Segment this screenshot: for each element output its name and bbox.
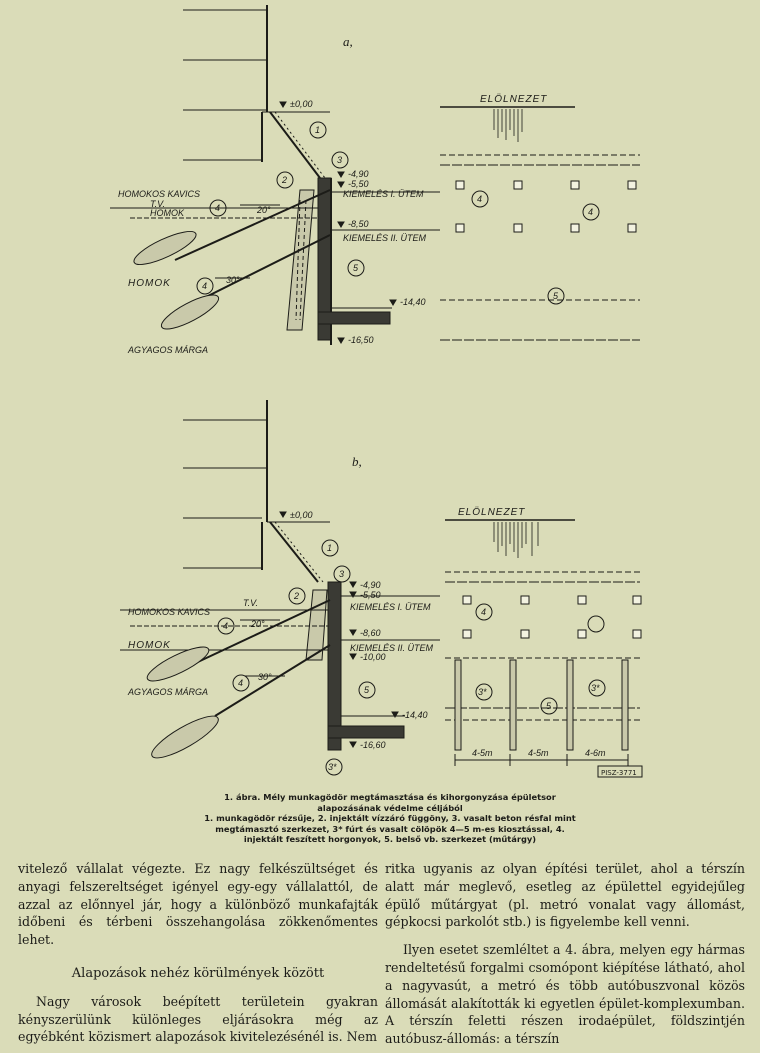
left-column: vitelező vállalat végezte. Ez nagy felké… [18,860,378,1046]
marker-b-3star: 3* [328,762,337,772]
panel-a-labels: a, ELÖLNEZET ±0,00 -4,90 -5,50 -8,50 -14… [118,34,593,355]
marker-2: 2 [281,175,287,185]
stage-b-2: KIEMELÉS II. ÜTEM [350,643,434,653]
marker-b-3: 3 [339,569,344,579]
stage-label-2: KIEMELÉS II. ÜTEM [343,233,427,243]
spacing-2: 4-5m [528,748,549,758]
marker-fv-5: 5 [553,291,559,301]
level-2: -5,50 [348,179,369,189]
soil-label-gravel: HOMOKOS KAVICS [118,189,200,199]
soil-label-marl: AGYAGOS MÁRGA [127,345,208,355]
soil-b-tv: T.V. [243,598,258,608]
panel-a-section [110,5,440,345]
marker-fv-4b: 4 [588,207,593,217]
panel-a-letter: a, [343,34,353,49]
level-b-6: -16,60 [360,740,386,750]
level-5: -16,50 [348,335,374,345]
marker-b-5: 5 [364,685,370,695]
marker-b-4b: 4 [238,678,243,688]
angle-b-30: 30° [258,672,272,682]
level-3: -8,50 [348,219,369,229]
marker-b-fv-3star-b: 3* [591,683,600,693]
marker-1: 1 [315,125,320,135]
caption-legend: 1. munkagödör rézsűje, 2. injektált vízz… [204,813,576,844]
level-b-2: -5,50 [360,590,381,600]
panel-b-front-view-title: ELÖLNEZET [458,506,525,518]
level-0: ±0,00 [290,99,312,109]
marker-b-2: 2 [293,591,299,601]
level-4: -14,40 [400,297,426,307]
angle-b-20: 20° [250,619,265,629]
marker-4a: 4 [215,203,220,213]
level-b-5: -14,40 [402,710,428,720]
marker-b-4a: 4 [223,621,228,631]
caption-title: 1. ábra. Mély munkagödör megtámasztása é… [224,792,556,813]
soil-b-gravel: HOMOKOS KAVICS [128,607,210,617]
right-paragraph-1: ritka ugyanis az olyan építési terület, … [385,861,745,930]
level-b-1: -4,90 [360,580,381,590]
stage-b-1: KIEMELÉS I. ÜTEM [350,602,431,612]
figure-caption: 1. ábra. Mély munkagödör megtámasztása é… [200,792,580,845]
panel-a-front-view-title: ELÖLNEZET [480,93,547,105]
right-column: ritka ugyanis az olyan építési terület, … [385,860,745,1048]
marker-3: 3 [337,155,342,165]
angle-20: 20° [256,205,271,215]
spacing-1: 4-5m [472,748,493,758]
soil-b-sand: HOMOK [128,640,171,651]
stage-label-1: KIEMELÉS I. ÜTEM [343,189,424,199]
panel-b-labels: b, ELÖLNEZET ±0,00 -4,90 -5,50 -8,60 -10… [127,454,637,777]
technical-figure: a, ELÖLNEZET ±0,00 -4,90 -5,50 -8,50 -14… [110,5,643,778]
soil-label-sand: HOMOK [128,278,171,289]
soil-b-marl: AGYAGOS MÁRGA [127,687,208,697]
marker-b-1: 1 [327,543,332,553]
panel-b-letter: b, [352,454,362,469]
left-paragraph-2: Nagy városok beépített területein gyakra… [18,993,378,1045]
marker-b-fv-4a: 4 [481,607,486,617]
marker-b-fv-5: 5 [546,701,552,711]
panel-b-section [120,400,440,776]
stamp: PISZ-3771 [601,769,637,777]
soil-label-sand-upper: HOMOK [150,208,185,218]
level-1: -4,90 [348,169,369,179]
panel-a-front-view [440,106,640,341]
angle-30: 30° [226,275,240,285]
panel-b-front-view [445,519,643,778]
level-b-3: -8,60 [360,628,381,638]
marker-b-fv-3star-a: 3* [478,687,487,697]
marker-fv-4a: 4 [477,194,482,204]
section-heading: Alapozások nehéz körülmények között [71,965,325,981]
level-b-0: ±0,00 [290,510,312,520]
level-b-4: -10,00 [360,652,386,662]
right-paragraph-2: Ilyen esetet szemléltet a 4. ábra, melye… [385,942,745,1047]
left-paragraph-1: vitelező vállalat végezte. Ez nagy felké… [18,861,378,948]
marker-4b: 4 [202,281,207,291]
marker-5: 5 [353,263,359,273]
soil-label-tv: T.V. [150,199,165,209]
spacing-3: 4-6m [585,748,606,758]
